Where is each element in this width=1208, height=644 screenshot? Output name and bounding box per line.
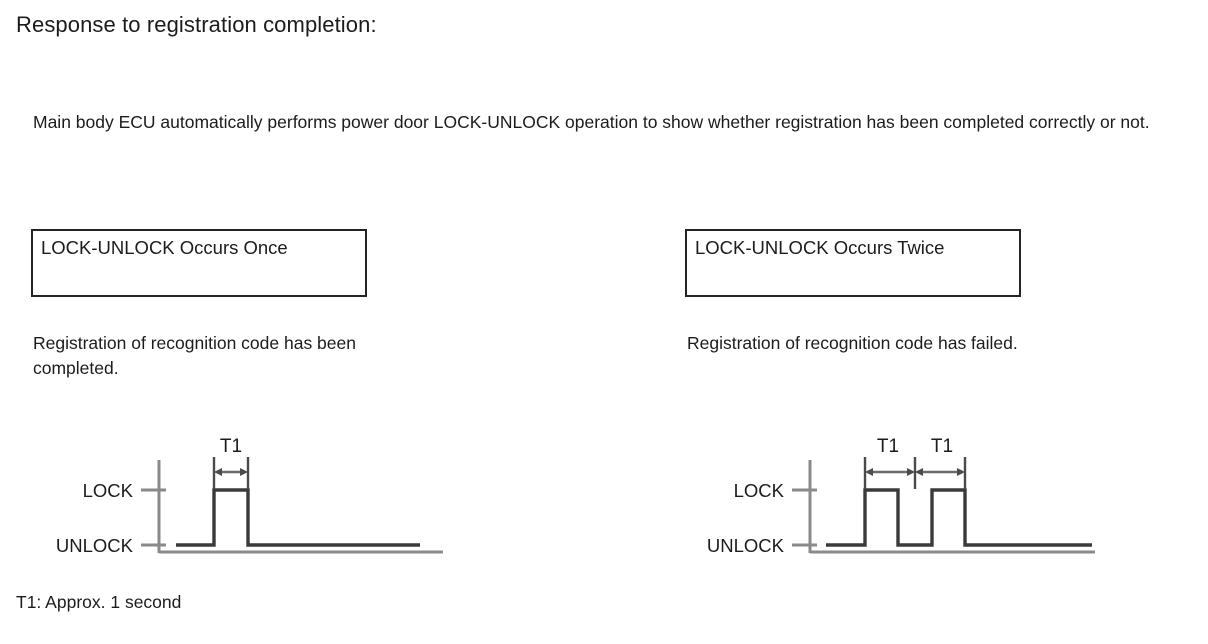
footnote-t1: T1: Approx. 1 second	[16, 592, 182, 612]
callout-box-once-label: LOCK-UNLOCK Occurs Once	[41, 237, 288, 258]
callout-box-twice: LOCK-UNLOCK Occurs Twice	[685, 229, 1021, 297]
waveform-figure-twice: LOCK UNLOCK T1 T1	[654, 415, 1208, 580]
callout-box-twice-label: LOCK-UNLOCK Occurs Twice	[695, 237, 945, 258]
caption-once: Registration of recognition code has bee…	[33, 333, 356, 378]
unlock-label-twice: UNLOCK	[707, 535, 785, 556]
lock-label-once: LOCK	[83, 480, 134, 501]
t1-label-1-twice: T1	[877, 436, 899, 457]
t1-label-2-twice: T1	[931, 436, 953, 457]
arrow-head-1-left-twice	[865, 468, 873, 476]
arrow-head-right-once	[240, 468, 248, 476]
waveform-trace-twice	[826, 488, 1092, 547]
arrow-head-1-right-twice	[907, 468, 915, 476]
waveform-trace-once	[176, 488, 420, 547]
intro-paragraph: Main body ECU automatically performs pow…	[33, 112, 1150, 132]
page-title: Response to registration completion:	[16, 12, 377, 37]
arrow-head-left-once	[214, 468, 222, 476]
callout-box-once: LOCK-UNLOCK Occurs Once	[31, 229, 367, 297]
caption-twice: Registration of recognition code has fai…	[687, 333, 1018, 353]
arrow-head-2-left-twice	[915, 468, 923, 476]
column-once: LOCK-UNLOCK Occurs Once Registration of …	[0, 0, 560, 644]
t1-label-once: T1	[220, 436, 242, 457]
arrow-head-2-right-twice	[957, 468, 965, 476]
unlock-label-once: UNLOCK	[56, 535, 134, 556]
lock-label-twice: LOCK	[734, 480, 785, 501]
column-twice: LOCK-UNLOCK Occurs Twice Registration of…	[654, 0, 1208, 644]
waveform-figure-once: LOCK UNLOCK T1	[0, 415, 560, 580]
